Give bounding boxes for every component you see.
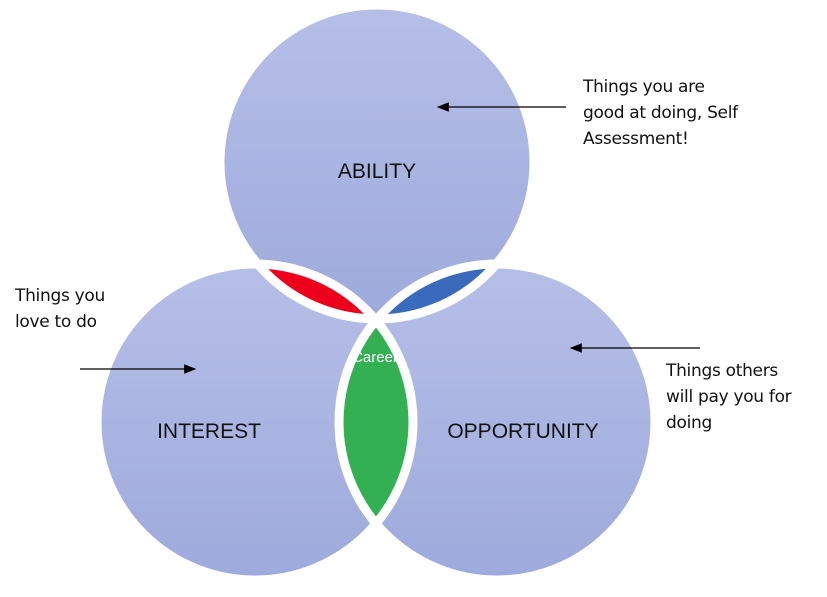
note-line: love to do — [15, 312, 97, 332]
interest-label: INTEREST — [157, 420, 261, 443]
interest-circle — [97, 264, 413, 580]
note-line: doing — [666, 413, 712, 433]
opportunity-label: OPPORTUNITY — [447, 420, 598, 443]
note-line: Things you — [15, 286, 105, 306]
note-line: Things others — [666, 361, 778, 381]
ability-circle — [220, 5, 534, 319]
interest-note: Things you love to do — [15, 283, 105, 335]
career-label: Career — [352, 349, 398, 366]
opportunity-circle — [339, 264, 655, 580]
note-line: Things you are — [583, 77, 705, 97]
opportunity-note: Things others will pay you for doing — [666, 358, 792, 436]
ability-note: Things you are good at doing, Self Asses… — [583, 74, 738, 152]
note-line: good at doing, Self — [583, 103, 738, 123]
note-line: will pay you for — [666, 387, 792, 407]
note-line: Assessment! — [583, 129, 689, 149]
ability-label: ABILITY — [338, 160, 416, 183]
